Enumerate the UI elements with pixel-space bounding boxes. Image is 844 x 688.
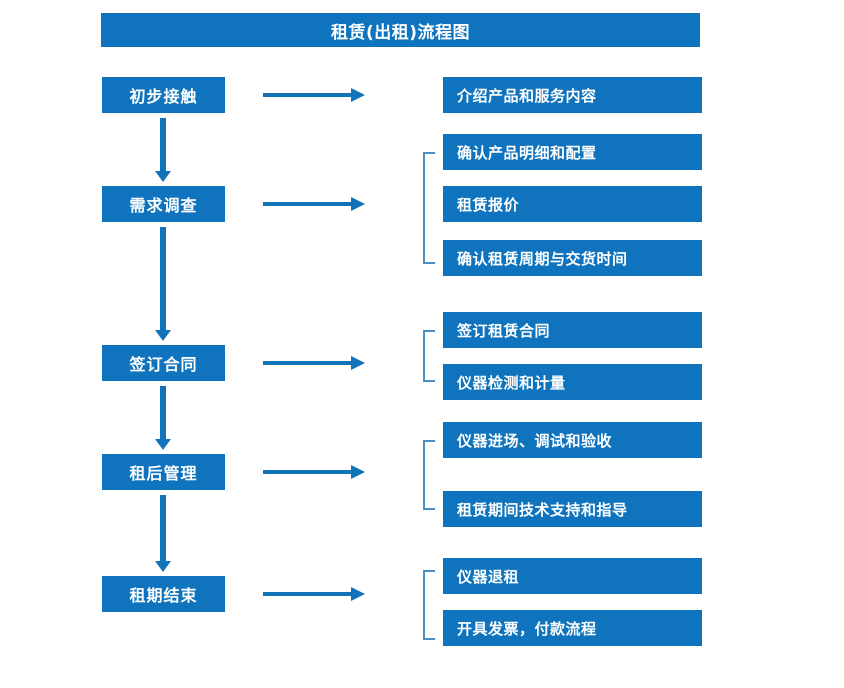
detail-box-5-1[interactable]: 仪器退租 <box>443 558 702 594</box>
vertical-arrow-2 <box>155 227 171 341</box>
group-bracket-5 <box>423 570 435 640</box>
stage-box-1[interactable]: 初步接触 <box>102 77 225 113</box>
stage-box-2[interactable]: 需求调查 <box>102 186 225 222</box>
horizontal-arrow-1 <box>263 88 365 102</box>
detail-box-3-1[interactable]: 签订租赁合同 <box>443 312 702 348</box>
group-bracket-2 <box>423 152 435 264</box>
horizontal-arrow-2 <box>263 197 365 211</box>
detail-box-4-1[interactable]: 仪器进场、调试和验收 <box>443 422 702 458</box>
group-bracket-3 <box>423 330 435 382</box>
detail-box-3-2[interactable]: 仪器检测和计量 <box>443 364 702 400</box>
detail-box-5-2[interactable]: 开具发票，付款流程 <box>443 610 702 646</box>
detail-box-2-3[interactable]: 确认租赁周期与交货时间 <box>443 240 702 276</box>
horizontal-arrow-4 <box>263 465 365 479</box>
detail-box-2-1[interactable]: 确认产品明细和配置 <box>443 134 702 170</box>
group-bracket-4 <box>423 440 435 510</box>
vertical-arrow-4 <box>155 495 171 572</box>
horizontal-arrow-5 <box>263 587 365 601</box>
chart-title: 租赁(出租)流程图 <box>101 13 700 47</box>
detail-box-1-1[interactable]: 介绍产品和服务内容 <box>443 77 702 113</box>
stage-box-5[interactable]: 租期结束 <box>102 576 225 612</box>
horizontal-arrow-3 <box>263 356 365 370</box>
detail-box-2-2[interactable]: 租赁报价 <box>443 186 702 222</box>
stage-box-4[interactable]: 租后管理 <box>102 454 225 490</box>
stage-box-3[interactable]: 签订合同 <box>102 345 225 381</box>
vertical-arrow-1 <box>155 118 171 182</box>
vertical-arrow-3 <box>155 386 171 450</box>
detail-box-4-2[interactable]: 租赁期间技术支持和指导 <box>443 491 702 527</box>
